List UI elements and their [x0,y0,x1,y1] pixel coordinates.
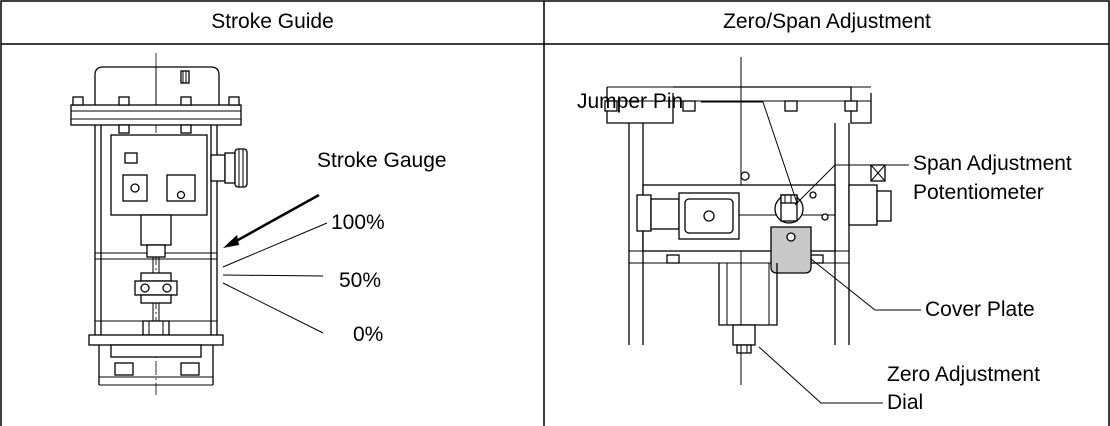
span-potentiometer [774,191,829,224]
mark-100: 100% [331,211,385,234]
header-stroke-guide: Stroke Guide [211,10,334,33]
left-fitting [636,192,740,240]
right-fitting [848,164,892,226]
cover-plate [770,226,812,274]
stem [134,214,178,336]
leader-100 [222,222,328,268]
mark-50: 50% [339,269,381,292]
zero-dial-leader [758,346,883,404]
zero-label-line2: Dial [887,391,923,414]
cover-plate-leader [810,258,921,311]
cover-plate-label: Cover Plate [925,298,1035,321]
stroke-guide-diagram: Stroke Gauge 100% 50% 0% [70,53,447,395]
jumper-pin-leader [701,101,798,204]
zero-label-line1: Zero Adjustment [887,363,1040,386]
stroke-gauge-label: Stroke Gauge [317,149,447,172]
bonnet [88,334,224,386]
lower-housing [718,263,778,354]
positioner [110,134,248,216]
span-leader [794,164,909,206]
zero-span-diagram: Jumper Pin Span Adjustment Potentiometer… [577,57,1072,414]
mark-0: 0% [353,323,383,346]
arrow-head [223,235,239,248]
stroke-gauge-arrow [228,193,320,247]
actuator-cover [70,66,242,134]
jumper-pin-label: Jumper Pin [577,90,683,113]
span-label-line2: Potentiometer [913,181,1044,204]
header-zero-span: Zero/Span Adjustment [723,10,931,33]
leader-0 [222,282,324,334]
span-label-line1: Span Adjustment [913,152,1072,175]
leader-50 [222,274,324,277]
